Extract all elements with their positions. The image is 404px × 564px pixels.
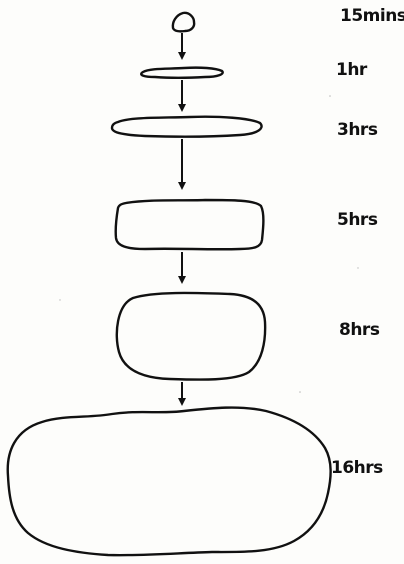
colony-1hr	[140, 66, 224, 79]
label-1hr: 1hr	[336, 60, 367, 80]
arrow-4	[178, 252, 186, 284]
label-15mins: 15mins	[340, 6, 404, 26]
colony-3hrs	[110, 115, 263, 138]
colony-5hrs	[114, 198, 265, 251]
arrow-3	[178, 139, 186, 190]
label-8hrs: 8hrs	[339, 320, 380, 340]
arrow-5	[178, 382, 186, 406]
arrow-1	[178, 33, 186, 60]
colony-16hrs	[6, 406, 332, 557]
colony-15mins	[171, 11, 196, 33]
label-5hrs: 5hrs	[337, 210, 378, 230]
arrow-2	[178, 80, 186, 112]
label-3hrs: 3hrs	[337, 120, 378, 140]
label-16hrs: 16hrs	[331, 458, 383, 478]
colony-8hrs	[115, 291, 267, 381]
